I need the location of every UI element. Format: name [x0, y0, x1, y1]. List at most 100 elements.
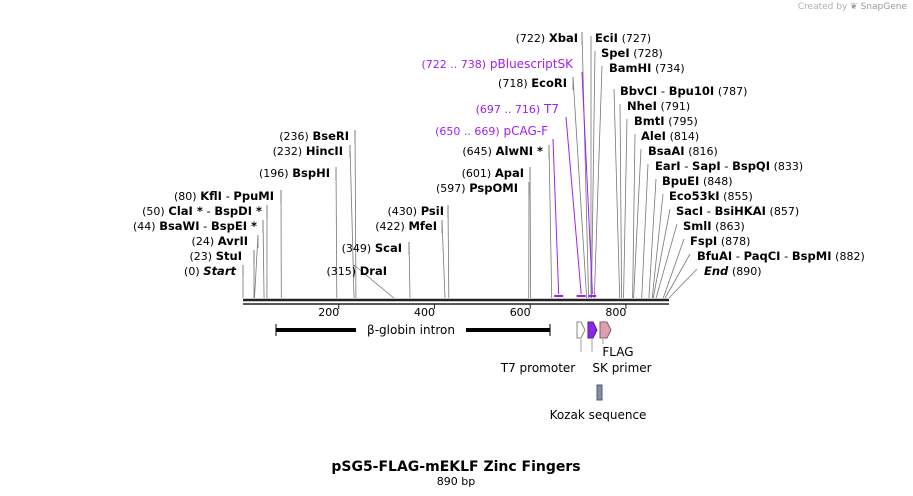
enzyme-position: (80): [174, 190, 197, 203]
enzyme-label-ecori: (718) EcoRI: [498, 76, 567, 90]
enzyme-name: BseRI: [312, 129, 349, 143]
leader-line-psii: [447, 204, 450, 299]
enzyme-separator: -: [780, 249, 791, 263]
enzyme-label-mfei: (422) MfeI: [375, 219, 437, 233]
enzyme-label-alei: AleI (814): [641, 129, 699, 143]
enzyme-name: KflI: [200, 189, 222, 203]
watermark-brand: SnapGene: [860, 2, 907, 12]
enzyme-name: Start: [203, 264, 236, 278]
ruler-label-200: 200: [318, 306, 339, 319]
enzyme-position: (601): [462, 167, 492, 180]
leader-line-bamhi: [593, 65, 603, 299]
enzyme-label-start: (0) Start: [184, 264, 236, 278]
leader-line-eari: [641, 163, 649, 299]
enzyme-name: NheI: [627, 99, 657, 113]
enzyme-label-eari: EarI - SapI - BspQI (833): [655, 159, 803, 173]
t7-promoter-arrow: [576, 321, 586, 339]
enzyme-label-bsphi: (196) BspHI: [259, 166, 330, 180]
primer-name: pCAG-F: [503, 124, 548, 138]
enzyme-name-2: BsiHKAI: [715, 204, 766, 218]
enzyme-position: (734): [655, 62, 685, 75]
enzyme-position: (833): [774, 160, 804, 173]
flag-arrow: [599, 321, 612, 339]
enzyme-label-ecii: EciI (727): [595, 31, 651, 45]
enzyme-label-alwni: (645) AlwNI *: [462, 144, 543, 158]
enzyme-label-apai: (601) ApaI: [462, 166, 524, 180]
primer-range: (650 .. 669): [435, 125, 500, 138]
primer-range: (697 .. 716): [476, 103, 541, 116]
enzyme-name: SacI: [676, 204, 703, 218]
leader-line-saci: [652, 208, 671, 299]
leader-line-nhei: [619, 103, 623, 299]
leader-line-avrii: [254, 234, 259, 299]
enzyme-name: BsaWI: [159, 219, 199, 233]
enzyme-name: End: [704, 264, 729, 278]
leader-line-spei: [591, 50, 596, 299]
enzyme-name: PspOMI: [469, 181, 518, 195]
enzyme-position: (597): [436, 182, 466, 195]
enzyme-position: (196): [259, 167, 289, 180]
enzyme-label-bbvci: BbvCI - Bpu10I (787): [620, 84, 747, 98]
enzyme-position: (863): [715, 220, 745, 233]
leader-line-alei: [632, 133, 636, 299]
enzyme-name-3: BspQI: [732, 159, 770, 173]
enzyme-label-clai: (50) ClaI * - BspDI *: [142, 204, 262, 218]
leader-line-bsphi: [335, 166, 338, 299]
kozak-box: [596, 384, 603, 401]
enzyme-separator: -: [200, 219, 211, 233]
enzyme-label-bseri: (236) BseRI: [279, 129, 349, 143]
enzyme-name: BmtI: [634, 114, 665, 128]
primer-leader-t7: [565, 116, 582, 295]
enzyme-position: (24): [192, 235, 215, 248]
enzyme-separator: -: [732, 249, 743, 263]
enzyme-name: BspHI: [292, 166, 330, 180]
enzyme-name: ClaI *: [168, 204, 202, 218]
enzyme-name: EcoRI: [531, 76, 567, 90]
enzyme-name: BbvCI: [620, 84, 657, 98]
primer-leader-pcag-f: [552, 138, 560, 295]
enzyme-label-bsawi: (44) BsaWI - BspEI *: [133, 219, 257, 233]
enzyme-position: (857): [770, 205, 800, 218]
leader-line-hincii: [349, 144, 355, 299]
primer-label-t7: (697 .. 716) T7: [476, 102, 559, 116]
leader-line-bmti: [623, 118, 628, 299]
leader-line-mfei: [441, 219, 446, 299]
enzyme-position: (722): [516, 32, 546, 45]
enzyme-name: BfuAI: [697, 249, 732, 263]
enzyme-position: (349): [342, 242, 372, 255]
enzyme-position: (645): [462, 145, 492, 158]
enzyme-name-3: BspMI: [792, 249, 832, 263]
enzyme-position: (232): [273, 145, 303, 158]
enzyme-label-scai: (349) ScaI: [342, 241, 402, 255]
ruler-label-800: 800: [605, 306, 626, 319]
enzyme-position: (816): [688, 145, 718, 158]
enzyme-separator: -: [721, 159, 732, 173]
enzyme-name: MfeI: [408, 219, 437, 233]
enzyme-name: PsiI: [421, 204, 444, 218]
enzyme-name: XbaI: [549, 31, 578, 45]
map-title: pSG5-FLAG-mEKLF Zinc Fingers: [331, 459, 580, 475]
enzyme-name: SpeI: [601, 46, 630, 60]
enzyme-name-2: Bpu10I: [669, 84, 714, 98]
sk-primer-arrow: [587, 321, 598, 339]
enzyme-labels: (0) Start(23) StuI(24) AvrII(44) BsaWI -…: [133, 31, 865, 278]
primer-leader-pbluescriptsk: [581, 71, 593, 295]
primer-name: pBluescriptSK: [490, 57, 574, 71]
enzyme-label-hincii: (232) HincII: [273, 144, 343, 158]
enzyme-position: (855): [723, 190, 753, 203]
watermark-created-by: Created by: [797, 2, 848, 12]
enzyme-position: (814): [670, 130, 700, 143]
enzyme-name: HincII: [306, 144, 343, 158]
enzyme-label-bpuei: BpuEI (848): [662, 174, 733, 188]
enzyme-name-2: PpuMI: [233, 189, 274, 203]
enzyme-name-2: PaqCI: [744, 249, 781, 263]
primer-annotations: (722 .. 738) pBluescriptSK(697 .. 716) T…: [422, 57, 597, 297]
enzyme-label-xbai: (722) XbaI: [516, 31, 578, 45]
enzyme-name: EciI: [595, 31, 618, 45]
enzyme-label-drai: (315) DraI: [326, 264, 387, 278]
t7-promoter-label: T7 promoter: [500, 361, 576, 375]
enzyme-label-nhei: NheI (791): [627, 99, 690, 113]
enzyme-label-spei: SpeI (728): [601, 46, 663, 60]
enzyme-name-2: SapI: [692, 159, 721, 173]
